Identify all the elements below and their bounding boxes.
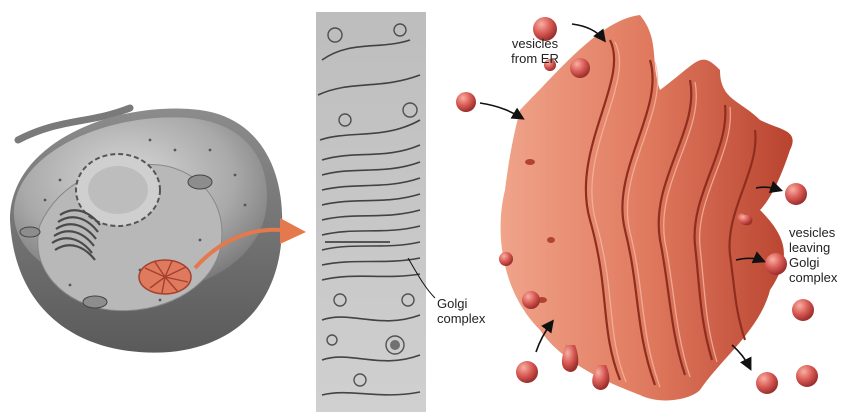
cell-illustration: [10, 108, 306, 353]
electron-micrograph: [316, 12, 435, 412]
cell-golgi-highlight: [139, 260, 191, 294]
label-golgi-complex: Golgi complex: [437, 296, 497, 326]
golgi-illustration: [501, 15, 793, 400]
label-vesicles-from-er: vesicles from ER: [496, 36, 574, 66]
label-vesicles-leaving-golgi: vesicles leaving Golgi complex: [789, 225, 854, 285]
